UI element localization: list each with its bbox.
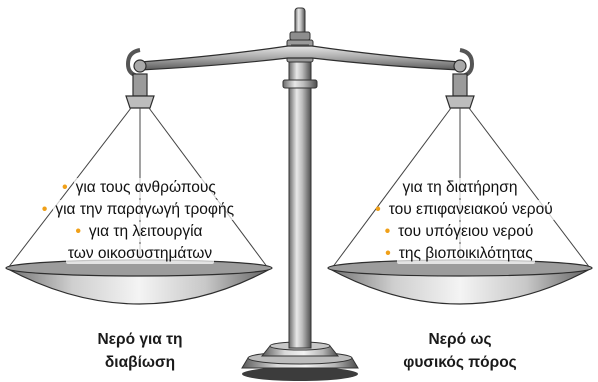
left-pan [5,259,273,305]
right-item-4: •της βιοποικιλότητας [385,244,535,264]
left-caption: Νερό για τη διαβίωση [40,328,240,374]
bullet-icon: • [385,245,391,262]
bullet-icon: • [75,223,81,240]
scale-pillar [282,59,318,349]
right-caption-line-2: φυσικός πόρος [403,354,517,371]
right-item-3: •του υπόγειου νερού [384,222,536,242]
right-caption-line-1: Νερό ως [428,331,492,348]
left-item-2: •για την παραγωγή τροφής [41,200,237,220]
bullet-icon: • [62,179,68,196]
right-caption: Νερό ως φυσικός πόρος [360,328,560,374]
right-item-1: για τη διατήρηση [400,178,520,198]
left-caption-line-1: Νερό για τη [97,331,183,348]
bullet-icon: • [375,201,381,218]
bullet-icon: • [384,223,391,240]
left-item-4: των οικοσυστημάτων [65,244,215,264]
right-item-2: •του επιφανειακού νερού [375,200,555,220]
bullet-icon: • [41,201,48,218]
left-item-1: •για τους ανθρώπους [62,178,218,198]
left-pan-hanger [7,48,269,269]
right-pan [327,259,593,305]
left-item-3: •για τη λειτουργία [75,222,205,242]
left-caption-line-2: διαβίωση [104,354,176,371]
right-pan-hanger [331,48,591,269]
